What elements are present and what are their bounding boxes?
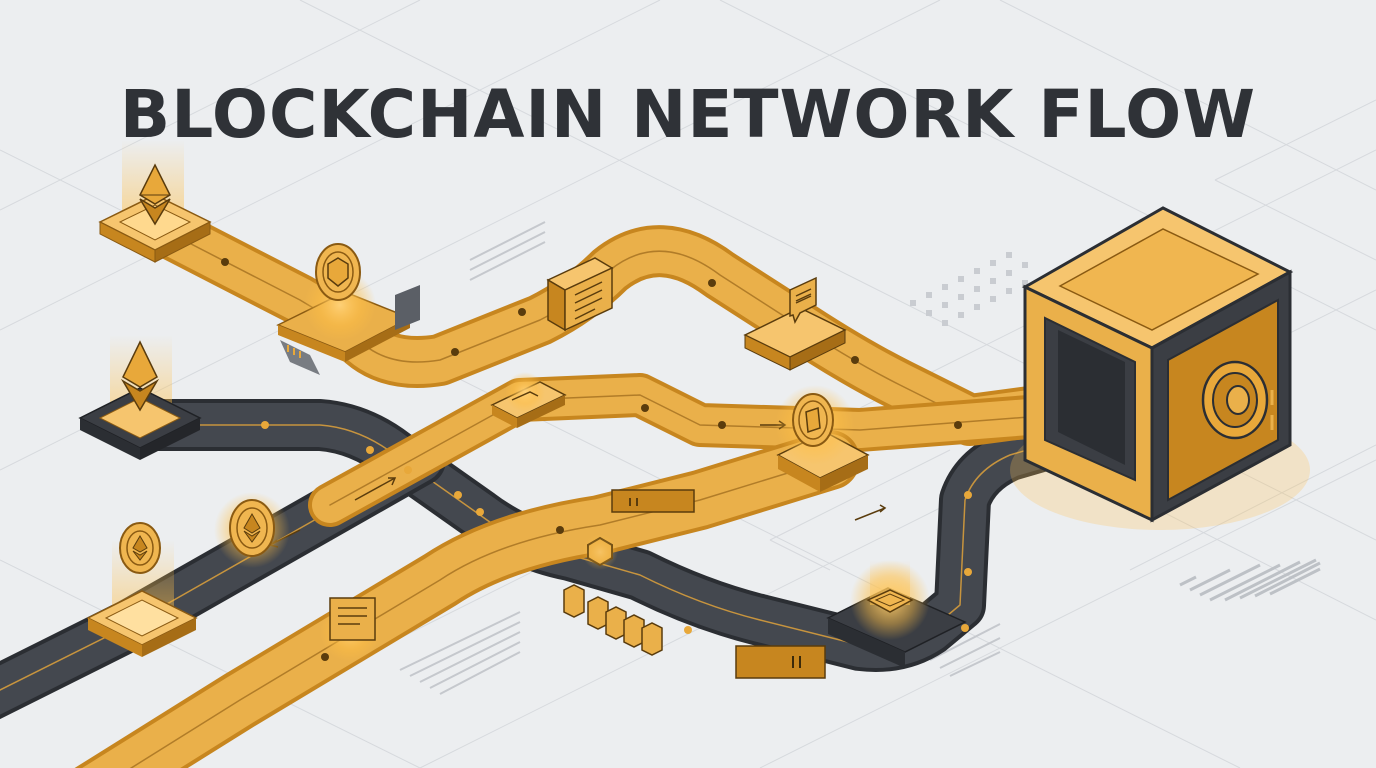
ethereum-icon (243, 512, 261, 543)
token-icon (805, 406, 821, 434)
label-plate (611, 489, 695, 513)
status-plate (735, 645, 826, 679)
coin-node-eth-lower (214, 492, 290, 568)
data-chip (490, 372, 567, 428)
arrow-icon (354, 477, 396, 501)
decor-patterns (399, 221, 1321, 695)
dot-grid (910, 252, 1028, 326)
vault-safe-icon (1010, 206, 1310, 530)
source-node-coin-lower (86, 522, 198, 657)
diagram-title: BLOCKCHAIN NETWORK FLOW (119, 76, 1257, 153)
source-node-eth-top (98, 140, 212, 263)
flow-dots (221, 258, 962, 661)
gold-track-upper (134, 202, 1146, 446)
ethereum-coin-icon (119, 522, 161, 574)
vault-input-node (826, 560, 967, 668)
coin-node-upper (276, 243, 420, 375)
hexagon-icon (327, 257, 349, 287)
hatch-lines-left (399, 221, 1001, 695)
document-node (320, 597, 380, 662)
block-row (563, 584, 663, 656)
arrow-icon (854, 507, 886, 521)
flow-dots-dark (261, 421, 1089, 634)
vault-dial-icon (1201, 360, 1269, 440)
hatch-lines-right (1179, 558, 1321, 602)
source-node-eth-middle (78, 335, 202, 460)
gold-track-middle (308, 373, 1142, 527)
ethereum-icon (139, 163, 171, 226)
gold-track-network (74, 202, 1146, 768)
hex-nut-node (582, 534, 618, 570)
gold-track-lower (74, 430, 860, 768)
message-node (743, 276, 847, 371)
coin-node-middle (775, 385, 870, 492)
ethereum-icon (120, 340, 160, 412)
ledger-block (546, 257, 614, 332)
